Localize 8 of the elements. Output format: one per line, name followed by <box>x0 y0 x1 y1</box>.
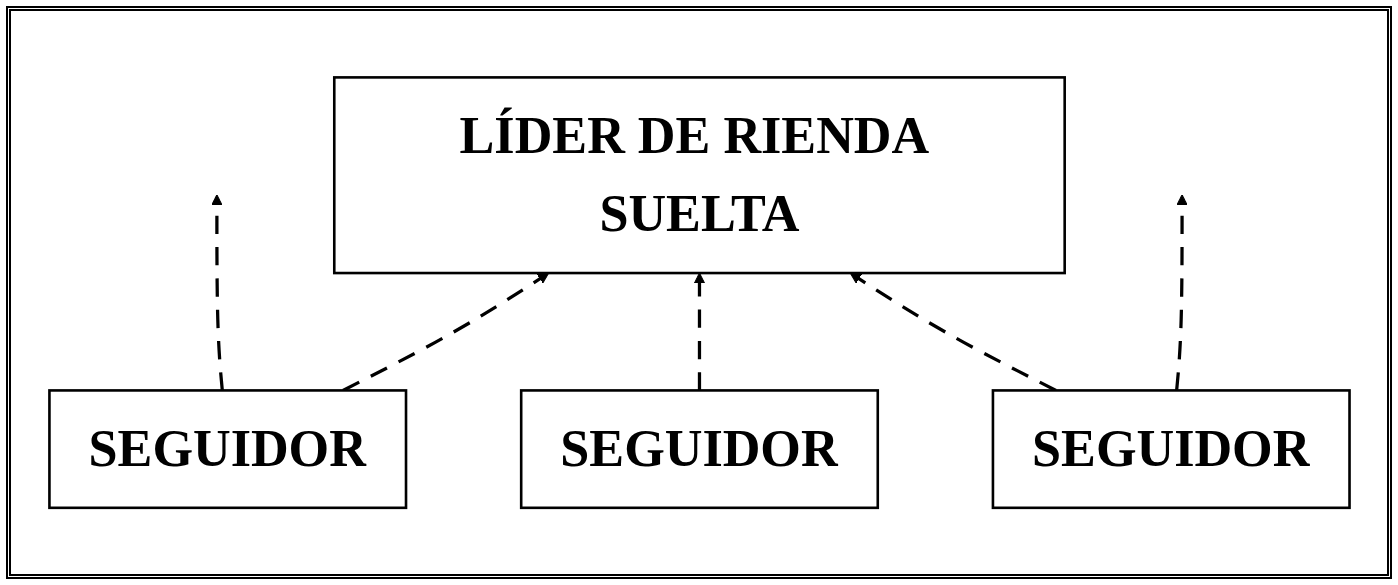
node-box <box>47 389 407 509</box>
node-box <box>332 76 1066 275</box>
node-box <box>519 389 879 509</box>
arrow <box>693 272 705 391</box>
diagram-frame: LÍDER DE RIENDA SUELTA SEGUIDOR SEGUIDOR SEGUIDOR <box>6 6 1392 579</box>
arrow <box>1174 194 1188 391</box>
arrow <box>210 194 224 391</box>
node-box <box>991 389 1351 509</box>
